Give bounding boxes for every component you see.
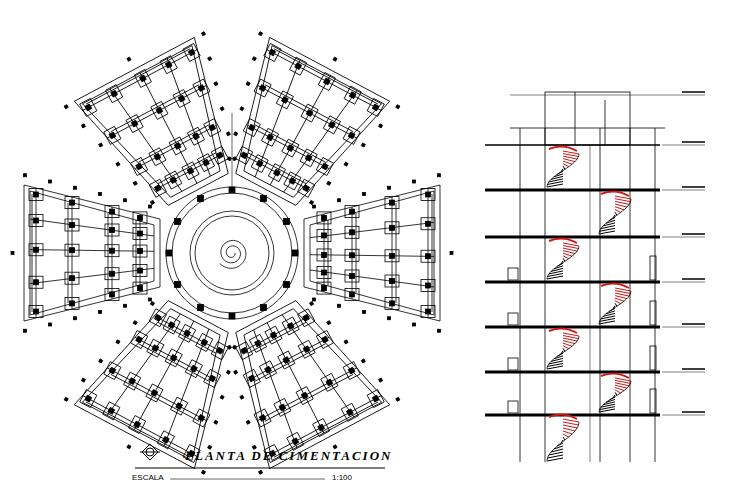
building-section <box>485 92 705 462</box>
wing <box>11 174 160 333</box>
scale-value: 1:100 <box>332 473 352 482</box>
spiral-stair <box>599 283 631 324</box>
spiral-stair <box>547 414 579 461</box>
wing <box>304 174 453 333</box>
wing <box>196 21 406 227</box>
foundation-plan <box>11 21 453 486</box>
wing <box>58 21 268 227</box>
scale-value-holder: 1:100 <box>332 473 352 482</box>
drawing-title-holder: PLANTA DE CIMENTACION <box>185 448 392 464</box>
spiral-stair <box>599 191 631 234</box>
scale-line <box>170 479 325 480</box>
spiral-stair <box>547 328 579 369</box>
scale-label: ESCALA <box>132 473 164 482</box>
title-underline <box>135 467 385 468</box>
drawing-title: PLANTA DE CIMENTACION <box>185 448 392 464</box>
north-symbol <box>140 444 160 460</box>
spiral-stair <box>599 373 631 412</box>
scale-label-holder: ESCALA <box>132 473 164 482</box>
spiral-stair <box>547 238 579 279</box>
spiral-stair <box>547 146 579 187</box>
